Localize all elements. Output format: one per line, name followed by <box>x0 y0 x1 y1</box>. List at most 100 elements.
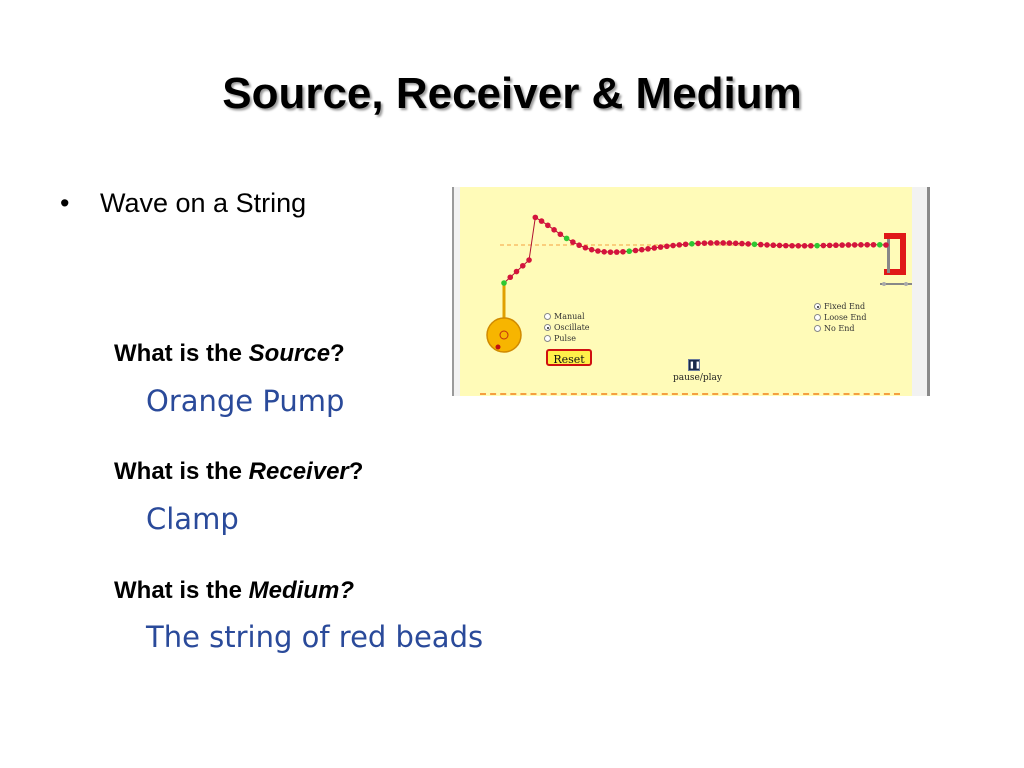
bead-string <box>501 214 889 286</box>
bead <box>870 241 877 248</box>
end-option-fixed[interactable]: Fixed End <box>814 301 866 312</box>
wave-simulation-panel: Manual Oscillate Pulse Fixed End Loose E… <box>452 187 930 396</box>
bead <box>845 242 852 248</box>
bead <box>595 248 601 254</box>
bead <box>519 262 526 269</box>
radio-label: Loose End <box>824 313 867 322</box>
radio-button-icon[interactable] <box>544 324 551 331</box>
question-term: Receiver <box>248 458 349 485</box>
bead <box>839 242 845 248</box>
bead <box>551 227 557 233</box>
bead <box>739 240 745 247</box>
radio-label: Manual <box>554 312 585 321</box>
bottom-dashed-line <box>480 393 900 395</box>
simulation-canvas: Manual Oscillate Pulse Fixed End Loose E… <box>460 187 912 396</box>
bead <box>770 242 777 249</box>
bead <box>557 231 564 238</box>
bead <box>582 244 589 251</box>
bead <box>745 241 752 247</box>
question-prefix: What is the <box>114 340 249 367</box>
bead <box>795 243 802 249</box>
bead <box>689 241 695 247</box>
pump-hub <box>499 330 509 340</box>
radio-label: No End <box>824 324 855 333</box>
answer-source: Orange Pump <box>146 384 345 418</box>
bead <box>726 240 733 246</box>
bead <box>676 242 683 248</box>
bead <box>526 257 532 263</box>
bead <box>826 242 833 249</box>
radio-label: Fixed End <box>824 302 866 311</box>
bead <box>645 246 651 252</box>
string-line <box>503 216 887 284</box>
bead <box>507 274 514 281</box>
bead <box>864 241 871 248</box>
bead <box>714 240 720 246</box>
bead <box>833 242 839 249</box>
question-source: What is the Source? <box>114 340 345 368</box>
pump-dot <box>495 344 501 350</box>
bead <box>601 249 607 255</box>
question-term: Source <box>248 340 331 367</box>
bead <box>620 248 626 255</box>
answer-receiver: Clamp <box>146 502 239 536</box>
question-receiver: What is the Receiver? <box>114 458 363 486</box>
question-suffix: ? <box>330 340 345 367</box>
bead <box>851 242 858 248</box>
end-option-none[interactable]: No End <box>814 323 866 334</box>
orange-pump-icon <box>486 317 522 353</box>
radio-button-icon[interactable] <box>814 303 821 310</box>
pause-play-button[interactable]: ❚❚ <box>688 359 701 371</box>
bead <box>801 242 808 249</box>
bead <box>757 241 764 248</box>
bead <box>732 240 739 247</box>
wave-string-graphic <box>486 214 912 353</box>
bead <box>513 268 520 275</box>
bead <box>858 242 864 248</box>
bead <box>632 247 639 254</box>
bead <box>682 241 689 248</box>
question-term: Medium? <box>248 577 354 604</box>
end-radio-group: Fixed End Loose End No End <box>814 301 866 334</box>
bead <box>638 246 645 253</box>
pause-play-label: pause/play <box>673 373 722 383</box>
reset-button[interactable]: Reset <box>546 349 592 366</box>
question-prefix: What is the <box>114 577 249 604</box>
bead <box>808 242 814 249</box>
radio-button-icon[interactable] <box>814 325 821 332</box>
bead <box>607 249 614 255</box>
bead <box>657 244 664 250</box>
bead <box>651 245 658 251</box>
bead <box>764 242 770 248</box>
radio-label: Oscillate <box>554 323 590 332</box>
bullet-dot-icon: • <box>60 188 70 218</box>
mode-option-oscillate[interactable]: Oscillate <box>544 322 590 333</box>
bead <box>776 242 783 249</box>
radio-button-icon[interactable] <box>814 314 821 321</box>
bead <box>751 241 758 248</box>
radio-label: Pulse <box>554 334 576 343</box>
bead <box>570 239 576 245</box>
bead <box>701 240 708 246</box>
bead <box>576 242 582 249</box>
bead <box>532 214 539 221</box>
bead <box>814 242 820 249</box>
bead <box>707 240 714 246</box>
bead <box>720 240 726 246</box>
answer-medium: The string of red beads <box>146 620 484 654</box>
bead <box>876 241 883 248</box>
bead <box>613 249 620 255</box>
bead <box>670 242 676 249</box>
bead <box>501 280 507 286</box>
end-option-loose[interactable]: Loose End <box>814 312 866 323</box>
mode-radio-group: Manual Oscillate Pulse <box>544 311 590 344</box>
bead <box>789 242 795 249</box>
bead <box>588 246 595 253</box>
mode-option-pulse[interactable]: Pulse <box>544 333 590 344</box>
bead <box>626 248 633 255</box>
bead <box>820 242 827 249</box>
bead <box>883 242 889 248</box>
radio-button-icon[interactable] <box>544 313 551 320</box>
radio-button-icon[interactable] <box>544 335 551 342</box>
mode-option-manual[interactable]: Manual <box>544 311 590 322</box>
